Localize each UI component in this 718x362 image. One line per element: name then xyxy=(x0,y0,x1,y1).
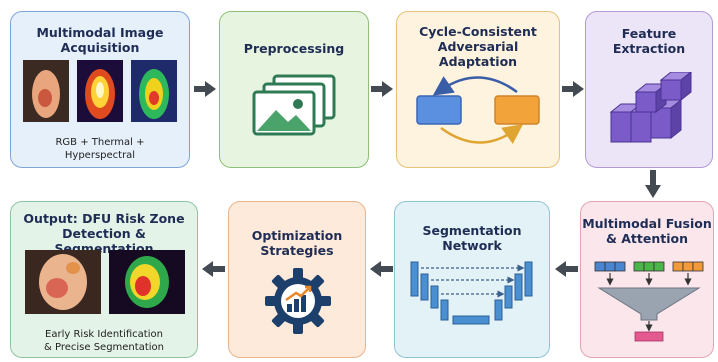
stage-features: Feature Extraction xyxy=(585,11,713,168)
arrow-preprocessing-to-adaptation xyxy=(371,81,393,97)
stage-preprocessing: Preprocessing xyxy=(219,11,369,168)
stage-fusion: Multimodal Fusion & Attention xyxy=(580,201,714,358)
arrow-features-to-fusion xyxy=(645,170,661,198)
arrow-adaptation-to-features xyxy=(562,81,584,97)
stage-output: Output: DFU Risk Zone Detection & Segmen… xyxy=(10,201,198,358)
segmentation-title: Segmentation Network xyxy=(422,223,522,253)
fusion-title: Multimodal Fusion & Attention xyxy=(582,216,712,246)
cube-stack-icon xyxy=(606,72,696,152)
optimization-title: Optimization Strategies xyxy=(251,228,343,258)
adaptation-title: Cycle-Consistent Adversarial Adaptation xyxy=(419,24,537,69)
arrow-optimization-to-output xyxy=(202,261,225,277)
acquisition-title: Multimodal Image Acquisition xyxy=(36,25,164,55)
arrow-acquisition-to-preprocessing xyxy=(194,81,216,97)
image-stack-icon xyxy=(252,74,338,136)
stage-adaptation: Cycle-Consistent Adversarial Adaptation xyxy=(396,11,560,168)
cycle-icon xyxy=(413,70,545,150)
gear-chart-icon xyxy=(263,266,333,336)
unet-icon xyxy=(409,260,537,340)
features-title: Feature Extraction xyxy=(612,26,686,56)
acquisition-caption: RGB + Thermal + Hyperspectral xyxy=(55,137,145,161)
stage-acquisition: Multimodal Image Acquisition RGB + Therm… xyxy=(10,11,190,168)
arrow-segmentation-to-optimization xyxy=(370,261,393,277)
foot-images-icon xyxy=(23,60,177,124)
preprocessing-title: Preprocessing xyxy=(243,41,345,56)
funnel-icon xyxy=(591,258,705,344)
arrow-fusion-to-segmentation xyxy=(555,261,578,277)
stage-segmentation: Segmentation Network xyxy=(394,201,550,358)
stage-optimization: Optimization Strategies xyxy=(228,201,366,358)
output-caption: Early Risk Identification & Precise Segm… xyxy=(44,329,164,353)
heatmap-foot-icon xyxy=(25,250,185,316)
